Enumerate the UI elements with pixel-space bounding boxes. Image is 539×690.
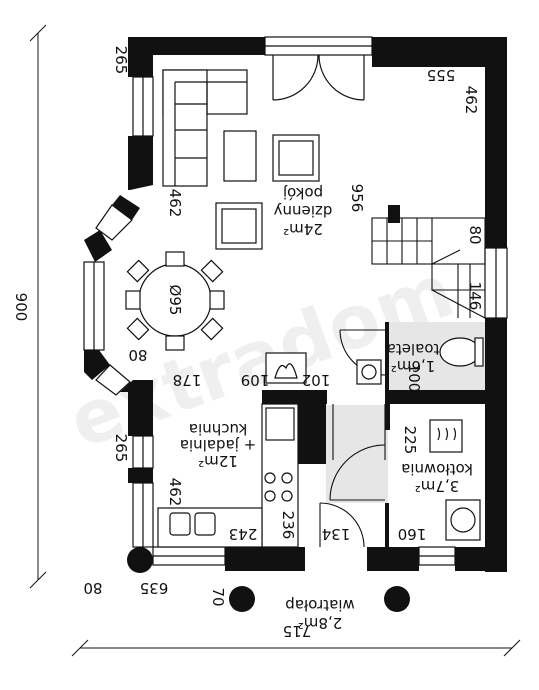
living-room-label-1: pokój bbox=[283, 184, 323, 202]
dim-146: 146 bbox=[466, 282, 484, 311]
terrace-door bbox=[264, 36, 373, 101]
dim-100: 100 bbox=[405, 364, 423, 393]
dim-462-left: 462 bbox=[166, 189, 184, 218]
dim-225: 225 bbox=[401, 426, 419, 455]
boiler-room-label: kotłownia bbox=[401, 460, 473, 478]
door-swings bbox=[319, 329, 386, 548]
dim-178: 178 bbox=[173, 371, 202, 389]
toilet-area: 1,6m² bbox=[391, 357, 435, 375]
dimension-lines bbox=[29, 24, 521, 657]
kitchen-label-2: + jadalnia bbox=[180, 436, 256, 454]
floor-fills bbox=[326, 322, 485, 503]
living-room-label-2: dzienny bbox=[274, 202, 333, 220]
dim-555: 555 bbox=[427, 66, 456, 84]
dim-265-top: 265 bbox=[112, 46, 130, 75]
vestibule-area: 2,8m² bbox=[298, 614, 342, 632]
staircase bbox=[371, 217, 486, 319]
furniture bbox=[125, 69, 484, 548]
table-diameter-label: Ø95 bbox=[166, 285, 184, 316]
toilet-label: toaleta bbox=[387, 340, 440, 358]
dim-80-stairs: 80 bbox=[466, 225, 484, 244]
boiler-room-area: 3,7m² bbox=[415, 477, 459, 495]
room-labels: pokój dzienny 24m² kuchnia + jadalnia 12… bbox=[166, 184, 473, 632]
dim-956: 956 bbox=[348, 184, 366, 213]
dim-70: 70 bbox=[209, 587, 227, 606]
dimension-labels: 900 715 555 462 956 265 462 80 178 109 1… bbox=[12, 46, 484, 640]
dim-900: 900 bbox=[12, 293, 30, 322]
windows bbox=[83, 76, 508, 566]
living-room-area: 24m² bbox=[283, 220, 323, 238]
dim-102: 102 bbox=[302, 371, 331, 389]
dim-109: 109 bbox=[241, 371, 270, 389]
kitchen-area: 12m² bbox=[198, 452, 238, 470]
dim-134: 134 bbox=[322, 525, 351, 543]
dim-715: 715 bbox=[283, 622, 312, 640]
dim-265-left: 265 bbox=[112, 434, 130, 463]
dim-80-bottom: 80 bbox=[83, 579, 102, 597]
dim-462-kitchen: 462 bbox=[166, 478, 184, 507]
dim-236: 236 bbox=[279, 511, 297, 540]
kitchen-label-1: kuchnia bbox=[189, 420, 247, 438]
dim-243: 243 bbox=[229, 525, 258, 543]
vestibule-label: wiatrołap bbox=[285, 596, 355, 614]
dim-462-top: 462 bbox=[462, 86, 480, 115]
dim-160: 160 bbox=[398, 525, 427, 543]
dim-635: 635 bbox=[140, 579, 169, 597]
dim-80-left: 80 bbox=[128, 346, 147, 364]
